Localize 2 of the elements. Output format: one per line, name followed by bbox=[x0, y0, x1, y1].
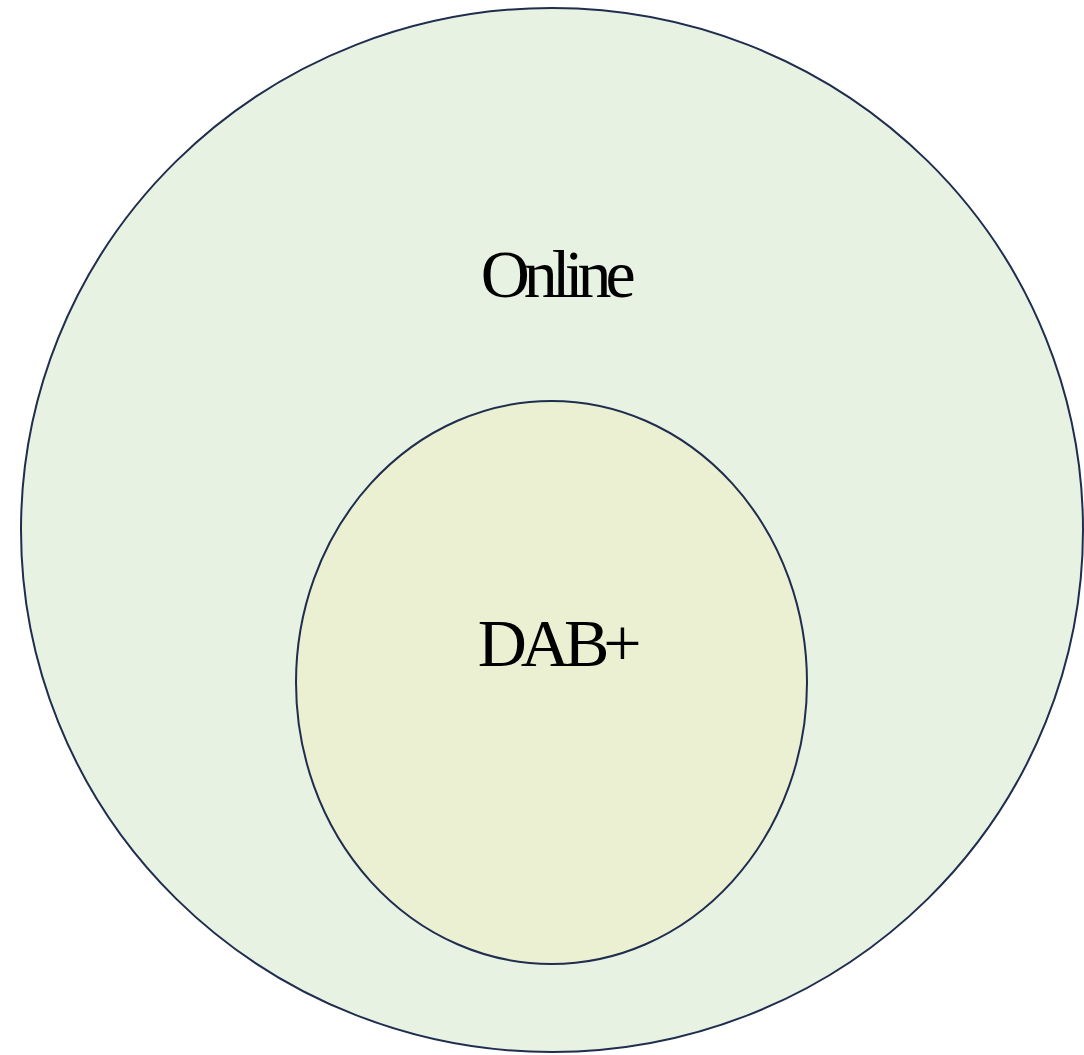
set-label: Online bbox=[480, 239, 630, 308]
set-label: DAB+ bbox=[477, 608, 636, 677]
